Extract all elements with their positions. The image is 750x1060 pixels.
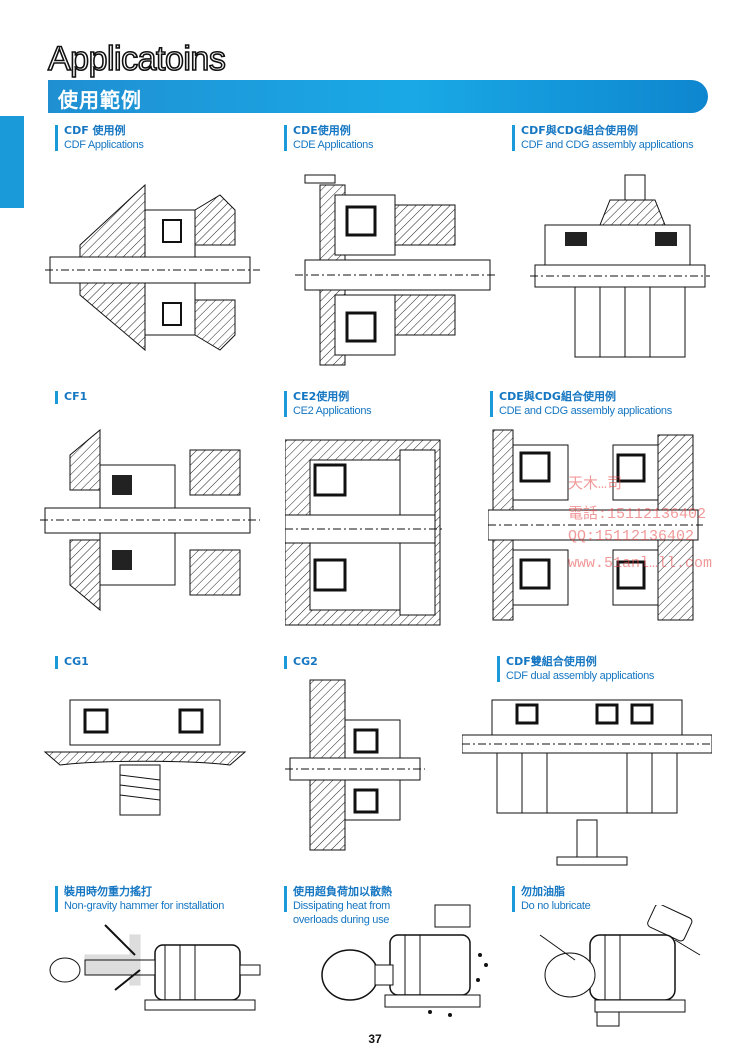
- hammer-warning-illustration: [49, 924, 261, 1011]
- caption-en: CDE Applications: [293, 139, 374, 151]
- caption: CG2: [284, 655, 514, 669]
- caption: CDF雙組合使用例 CDF dual assembly applications: [497, 655, 727, 683]
- cell-no-lubricate: 勿加油脂 Do no lubricate: [512, 885, 742, 913]
- page-number: 37: [368, 1032, 382, 1046]
- caption-en: Do no lubricate: [521, 900, 591, 912]
- heat-dissipation-illustration: [321, 904, 488, 1017]
- cg1-application-drawing: [43, 699, 247, 816]
- cf1-application-drawing: [40, 428, 260, 612]
- caption: CG1: [55, 655, 285, 669]
- caption-zh: CDF雙組合使用例: [506, 655, 597, 668]
- caption-en: Dissipating heat from overloads during u…: [293, 900, 391, 926]
- cell-ce2: CE2使用例 CE2 Applications: [284, 390, 514, 418]
- cde-cdg-assembly-drawing: [488, 429, 703, 621]
- caption: CE2使用例 CE2 Applications: [284, 390, 514, 418]
- caption-zh: 裝用時勿重力搖打: [64, 885, 152, 898]
- caption-zh: CG1: [64, 655, 89, 668]
- cell-cg2: CG2: [284, 655, 514, 669]
- page-title-en: Applicatoins: [47, 39, 226, 79]
- cell-cde: CDE使用例 CDE Applications: [284, 124, 514, 152]
- caption: 勿加油脂 Do no lubricate: [512, 885, 742, 913]
- caption-en: CDE and CDG assembly applications: [499, 405, 672, 417]
- cell-no-hammer: 裝用時勿重力搖打 Non-gravity hammer for installa…: [55, 885, 285, 913]
- caption: CDF與CDG組合使用例 CDF and CDG assembly applic…: [512, 124, 742, 152]
- caption-zh: 勿加油脂: [521, 885, 565, 898]
- caption: 使用超負荷加以散熱 Dissipating heat from overload…: [284, 885, 514, 927]
- caption: 裝用時勿重力搖打 Non-gravity hammer for installa…: [55, 885, 285, 913]
- cde-application-drawing: [295, 174, 495, 366]
- caption-zh: CF1: [64, 390, 88, 403]
- caption-en: CDF Applications: [64, 139, 144, 151]
- watermark-line4: www.51anl…ll.com: [568, 555, 713, 572]
- watermark-line1: 天木…司: [568, 476, 623, 493]
- caption: CDF 使用例 CDF Applications: [55, 124, 285, 152]
- caption-en: CDF and CDG assembly applications: [521, 139, 694, 151]
- cdf-cdg-assembly-drawing: [530, 174, 710, 358]
- no-lubricate-illustration: [539, 905, 701, 1027]
- cg2-application-drawing: [285, 679, 425, 851]
- caption-en: CE2 Applications: [293, 405, 372, 417]
- caption-zh: CDF 使用例: [64, 124, 126, 137]
- cell-cdf-dual: CDF雙組合使用例 CDF dual assembly applications: [497, 655, 727, 683]
- caption-zh: CDF與CDG組合使用例: [521, 124, 638, 137]
- side-tab-marker: [0, 116, 24, 208]
- caption-zh: CDE與CDG組合使用例: [499, 390, 616, 403]
- section-title-zh: 使用範例: [58, 88, 142, 112]
- watermark-line3: QQ:15112136402: [568, 528, 695, 545]
- cdf-application-drawing: [45, 183, 260, 352]
- cell-cdf: CDF 使用例 CDF Applications: [55, 124, 285, 152]
- caption: CF1: [55, 390, 285, 404]
- caption: CDE使用例 CDE Applications: [284, 124, 514, 152]
- cell-cg1: CG1: [55, 655, 285, 669]
- caption-en: CDF dual assembly applications: [506, 670, 655, 682]
- caption-zh: 使用超負荷加以散熱: [293, 885, 392, 898]
- cell-heat-dissipation: 使用超負荷加以散熱 Dissipating heat from overload…: [284, 885, 514, 927]
- cdf-dual-assembly-drawing: [462, 699, 712, 866]
- caption-en: Non-gravity hammer for installation: [64, 900, 225, 912]
- cell-cde-cdg: CDE與CDG組合使用例 CDE and CDG assembly applic…: [490, 390, 720, 418]
- section-header-bar: 使用範例: [48, 80, 708, 113]
- caption-zh: CDE使用例: [293, 124, 351, 137]
- cell-cf1: CF1: [55, 390, 285, 404]
- watermark-line2: 電話:15112136402: [568, 506, 707, 523]
- cell-cdf-cdg: CDF與CDG組合使用例 CDF and CDG assembly applic…: [512, 124, 742, 152]
- ce2-application-drawing: [285, 439, 445, 626]
- caption: CDE與CDG組合使用例 CDE and CDG assembly applic…: [490, 390, 720, 418]
- caption-zh: CE2使用例: [293, 390, 350, 403]
- caption-zh: CG2: [293, 655, 318, 668]
